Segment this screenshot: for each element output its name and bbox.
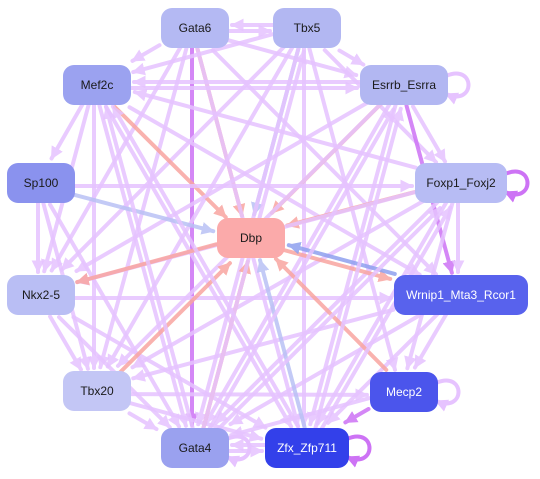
edge-gata4-to-mef2c [102,105,195,430]
node-box-gata4[interactable] [161,428,229,468]
node-box-tbx20[interactable] [63,371,131,411]
node-box-sp100[interactable] [7,163,75,203]
self-loop-mecp2 [434,378,461,412]
edge-mef2c-to-wrnip1 [127,105,422,277]
node-box-mef2c[interactable] [63,65,131,105]
node-label-wrnip1: Wrnip1_Mta3_Rcor1 [406,288,516,302]
edge-sp100-to-dbp [72,192,216,235]
node-box-esrrb[interactable] [360,65,448,105]
node-foxp1[interactable]: Foxp1_Foxj2 [415,163,507,203]
edge-mef2c-to-sp100 [49,101,85,161]
node-tbx20[interactable]: Tbx20 [63,371,131,411]
node-mecp2[interactable]: Mecp2 [370,372,438,412]
node-label-esrrb: Esrrb_Esrra [372,78,436,92]
node-zfx[interactable]: Zfx_Zfp711 [265,428,349,468]
self-loop-esrrb [444,71,471,105]
edge-zfx-to-dbp [256,258,307,430]
edge-layer [31,18,465,458]
node-label-nkx25: Nkx2-5 [22,288,60,302]
node-label-dbp: Dbp [240,231,262,245]
node-box-gata6[interactable] [161,8,229,48]
node-mef2c[interactable]: Mef2c [63,65,131,105]
self-loop-foxp1 [503,169,530,203]
edge-gata6-to-mef2c [130,43,162,63]
node-box-zfx[interactable] [265,428,349,468]
node-nkx25[interactable]: Nkx2-5 [7,275,75,315]
edge-tbx20-to-mecp2 [128,388,369,402]
node-box-nkx25[interactable] [7,275,75,315]
edge-sp100-to-gata4 [48,202,182,429]
node-box-tbx5[interactable] [273,8,341,48]
self-loop-layer [225,71,530,468]
node-box-mecp2[interactable] [370,372,438,412]
edge-tbx5-to-tbx20 [105,44,295,369]
node-label-gata6: Gata6 [179,21,212,35]
node-sp100[interactable]: Sp100 [7,163,75,203]
edge-nkx25-to-tbx20 [48,314,83,372]
edge-tbx20-to-dbp [117,261,232,376]
node-label-foxp1: Foxp1_Foxj2 [426,176,496,190]
edge-tbx5-to-mef2c [131,32,275,76]
edge-wrnip1-to-gata4 [228,310,427,427]
edge-gata4-to-foxp1 [215,206,443,433]
node-box-wrnip1[interactable] [394,275,528,315]
edge-tbx20-to-gata4 [127,411,159,432]
edge-gata4-to-esrrb [207,107,396,432]
edge-esrrb-to-gata4 [203,101,392,426]
self-loop-gata4 [225,434,252,468]
node-box-foxp1[interactable] [415,163,507,203]
node-box-dbp[interactable] [217,218,285,258]
node-label-tbx5: Tbx5 [294,21,321,35]
edge-foxp1-to-tbx20 [130,198,427,370]
node-gata4[interactable]: Gata4 [161,428,229,468]
edge-gata6-to-esrrb [226,38,359,79]
node-tbx5[interactable]: Tbx5 [273,8,341,48]
node-label-tbx20: Tbx20 [80,384,114,398]
node-dbp[interactable]: Dbp [217,218,285,258]
node-label-sp100: Sp100 [24,176,59,190]
edge-zfx-to-foxp1 [319,205,453,432]
node-wrnip1[interactable]: Wrnip1_Mta3_Rcor1 [394,275,528,315]
node-label-zfx: Zfx_Zfp711 [277,441,337,455]
edge-wrnip1-to-mecp2 [412,311,449,370]
edge-mecp2-to-zfx [343,407,371,425]
edge-mef2c-to-zfx [103,104,294,429]
node-label-gata4: Gata4 [179,441,212,455]
edge-zfx-to-mef2c [110,104,301,429]
edge-zfx-to-esrrb [313,106,404,431]
node-label-mef2c: Mef2c [81,78,114,92]
self-loop-zfx [345,434,372,468]
edge-nkx25-to-zfx [71,315,268,430]
edge-mef2c-to-dbp [113,105,228,220]
node-esrrb[interactable]: Esrrb_Esrra [360,65,448,105]
edge-esrrb-to-foxp1 [411,104,448,164]
edge-tbx5-to-esrrb [337,48,366,67]
node-gata6[interactable]: Gata6 [161,8,229,48]
node-label-mecp2: Mecp2 [386,385,422,399]
